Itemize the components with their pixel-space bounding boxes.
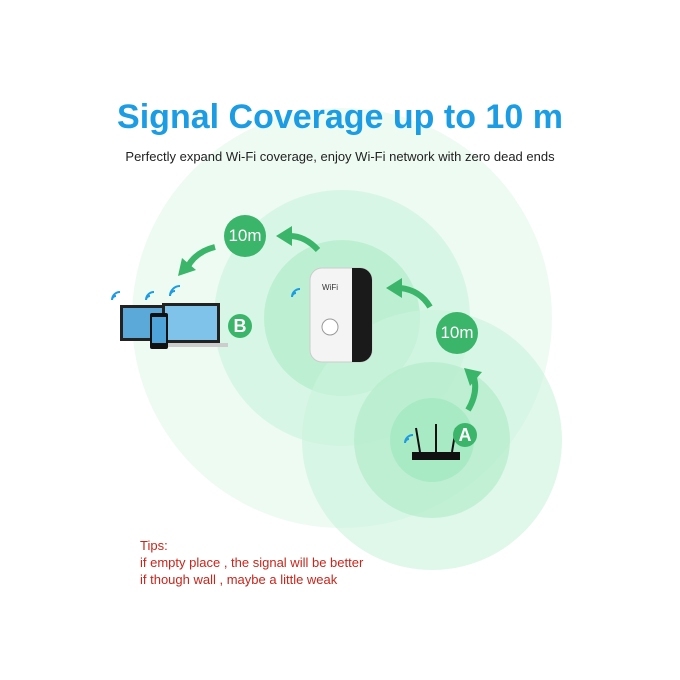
page-title: Signal Coverage up to 10 m — [117, 98, 563, 136]
client-devices — [120, 303, 228, 349]
router-coverage-rings — [302, 310, 562, 570]
tips-heading: Tips: — [140, 538, 168, 553]
wifi-extender-device: WiFi — [309, 267, 373, 363]
arrow-extender-out — [289, 233, 321, 253]
page-subtitle: Perfectly expand Wi-Fi coverage, enjoy W… — [125, 149, 555, 164]
tip-line: if though wall , maybe a little weak — [140, 572, 338, 587]
tip-line: if empty place , the signal will be bett… — [140, 555, 364, 570]
point-a-label: A — [453, 423, 477, 447]
repeater-brand-logo: WiFi — [322, 283, 338, 292]
point-b-label: B — [228, 314, 252, 338]
arrow-to-extender — [399, 285, 433, 309]
tips-box: Tips: if empty place , the signal will b… — [140, 537, 363, 588]
distance-badge-extender: 10m — [224, 215, 266, 257]
distance-badge-router: 10m — [436, 312, 478, 354]
wifi-icons — [111, 285, 414, 444]
